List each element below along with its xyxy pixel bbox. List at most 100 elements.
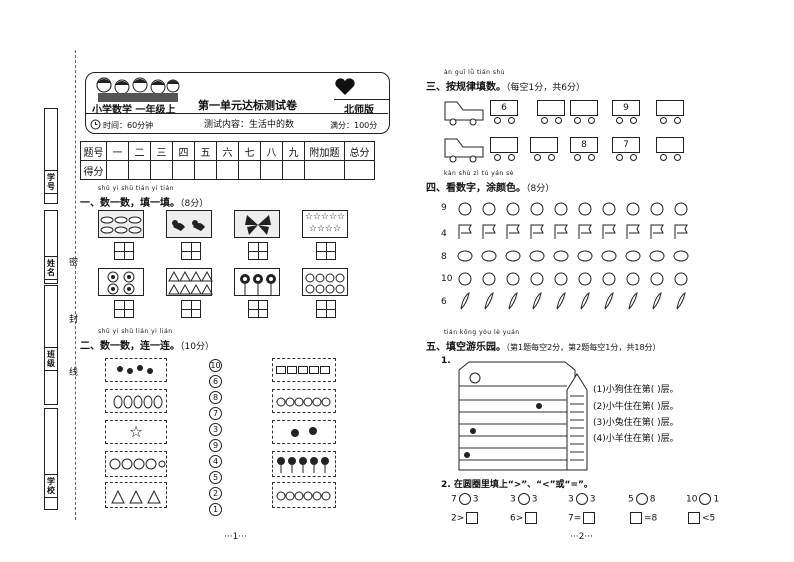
leaves-picture [98,210,144,238]
answer-box[interactable] [114,300,134,318]
score-header-cell: 四 [172,141,195,161]
compare-expr: =8 [644,513,658,524]
row-count-label: 9 [441,203,447,213]
answer-box[interactable] [316,300,336,318]
school-label: 学校 [44,474,58,498]
train-car-box[interactable]: 9 [612,100,640,116]
floor-question[interactable]: (4)小羊住在第( )层。 [593,434,679,444]
binding-dashed-line [75,50,76,520]
wheel [508,154,515,161]
apples-picture [302,268,348,296]
floor-question[interactable]: (1)小狗住在第( )层。 [593,385,679,395]
compare-circle[interactable] [575,493,588,505]
compare-circle[interactable] [517,493,530,505]
apartment-building [458,361,588,471]
name-label: 姓名 [44,256,58,280]
section4-pinyin: kàn shù zì tú yán sè [444,170,514,177]
answer-box[interactable] [181,300,201,318]
number-circle[interactable]: 3 [209,423,222,436]
compare-square[interactable] [525,512,538,524]
trees-box [272,451,336,477]
class-label: 班级 [44,347,58,371]
compare-circle[interactable] [635,493,648,505]
score-header-cell: 六 [216,141,239,161]
score-cell[interactable] [238,160,261,180]
compare-square[interactable] [466,512,479,524]
section5-title-text: 五、填空游乐园。 [426,342,506,353]
answer-box[interactable] [114,242,134,260]
coloring-grid[interactable] [455,197,695,312]
clock-icon [90,119,101,130]
score-cell[interactable] [172,160,195,180]
answer-box[interactable] [248,300,268,318]
class-box[interactable] [44,285,58,405]
floor-question[interactable]: (2)小牛住在第( )层。 [593,402,679,412]
number-circle[interactable]: 10 [209,359,222,372]
test-title: 第一单元达标测试卷 [198,99,297,112]
wheel [630,154,637,161]
wheel [574,117,581,124]
score-cell[interactable] [304,160,345,180]
train-car-box[interactable] [537,100,565,116]
train-car-box[interactable] [570,100,598,116]
number-circle[interactable]: 2 [209,487,222,500]
compare-square[interactable] [688,512,700,524]
compare-item: 7= [568,512,597,524]
wheel [616,154,623,161]
answer-box[interactable] [181,242,201,260]
page-number-1: ···1··· [224,532,247,542]
score-cell[interactable] [128,160,151,180]
compare-expr: 6> [510,513,524,524]
star-box: ☆ [105,420,167,444]
heart-icon [335,78,355,95]
compare-item: =8 [628,512,657,524]
compare-square[interactable] [630,512,642,524]
score-cell[interactable] [194,160,217,180]
number-circle[interactable]: 4 [209,455,222,468]
number-circle[interactable]: 8 [209,391,222,404]
circles-box [105,451,167,477]
score-header-cell: 一 [106,141,129,161]
compare-right: 3 [531,494,538,505]
train-car-box[interactable] [656,137,684,153]
score-header-cell: 八 [260,141,283,161]
number-circle[interactable]: 7 [209,407,222,420]
score-cell[interactable] [216,160,239,180]
row-count-label: 10 [441,274,453,284]
score-header-cell: 七 [238,141,261,161]
wheel [534,154,541,161]
train-car-box[interactable] [656,100,684,116]
compare-left: 3 [568,494,574,505]
compare-circle[interactable] [699,493,712,505]
score-cell[interactable] [150,160,173,180]
answer-box[interactable] [248,242,268,260]
train-car-box[interactable] [530,137,558,153]
animals-box [105,358,167,382]
train-car-box[interactable]: 6 [490,100,518,116]
score-cell[interactable] [344,160,375,180]
score-cell[interactable] [260,160,283,180]
birds-picture [166,210,212,238]
compare-circle[interactable] [458,493,471,505]
compare-left: 10 [686,494,698,505]
section3-title-text: 三、按规律填数。 [426,82,506,93]
compare-square[interactable] [583,512,596,524]
compare-left: 7 [451,494,457,505]
train-car-box[interactable]: 7 [612,137,640,153]
score-header-cell: 九 [282,141,305,161]
train-car-box[interactable]: 8 [570,137,598,153]
wheel [588,117,595,124]
score-cell[interactable] [106,160,129,180]
stars-picture: ☆☆☆☆☆☆☆☆☆ [302,210,348,238]
score-cell[interactable] [282,160,305,180]
wheel [588,154,595,161]
number-circle[interactable]: 6 [209,375,222,388]
number-circle[interactable]: 1 [209,503,222,516]
truck-cab-icon [444,138,484,163]
number-circle[interactable]: 9 [209,439,222,452]
train-car-box[interactable] [490,137,518,153]
number-circle[interactable]: 5 [209,471,222,484]
answer-box[interactable] [316,242,336,260]
floor-question[interactable]: (3)小兔住在第( )层。 [593,418,679,428]
wheel [674,154,681,161]
